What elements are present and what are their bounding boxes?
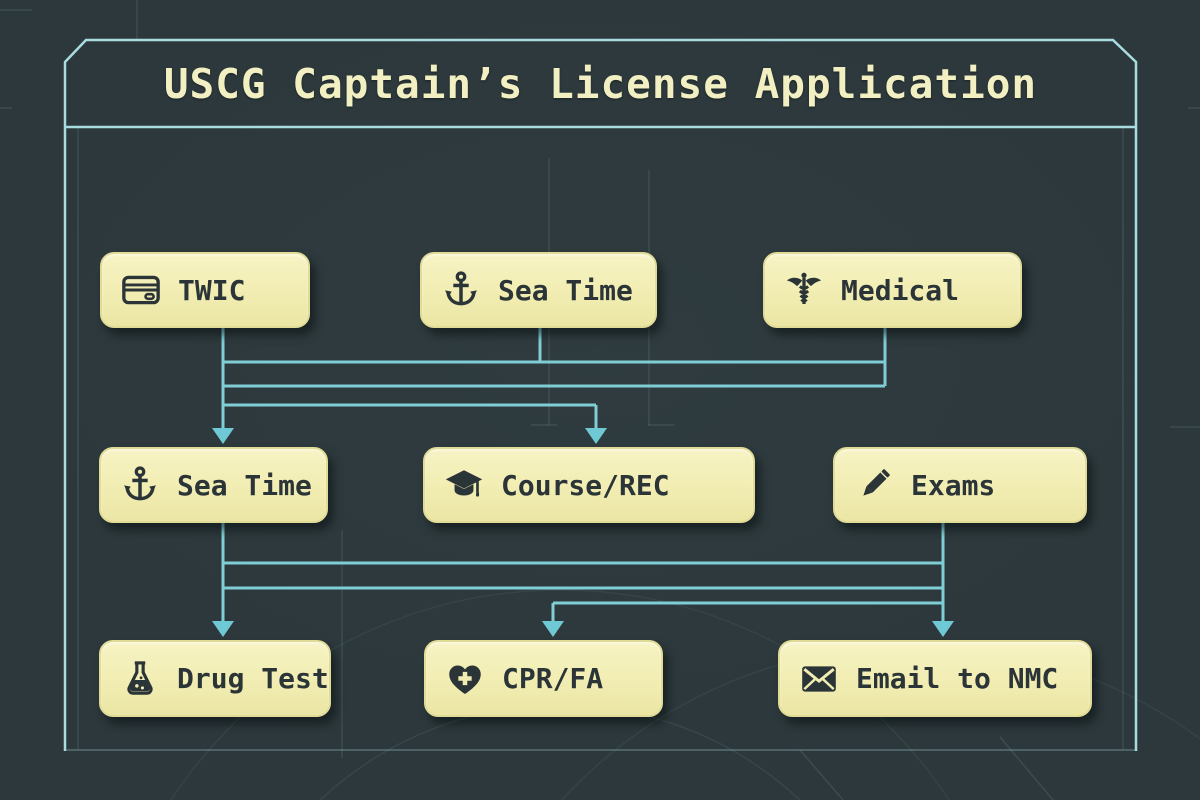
node-drug-test: Drug Test <box>99 640 331 717</box>
node-cpr-fa: CPR/FA <box>424 640 663 717</box>
node-twic: TWIC <box>100 252 310 328</box>
node-label: Email to NMC <box>856 662 1059 695</box>
node-course-rec: Course/REC <box>423 447 755 523</box>
node-sea-time-2: Sea Time <box>99 447 328 523</box>
frame-border <box>63 38 1138 751</box>
arrowhead <box>212 621 234 637</box>
node-label: Medical <box>841 273 960 307</box>
node-label: Drug Test <box>177 662 329 695</box>
graduation-cap-icon <box>443 464 485 506</box>
arrowhead <box>585 428 607 444</box>
node-label: Exams <box>911 468 996 502</box>
node-sea-time-1: Sea Time <box>420 252 657 328</box>
arrowhead <box>212 428 234 444</box>
node-exams: Exams <box>833 447 1087 523</box>
node-label: Sea Time <box>177 468 312 502</box>
node-email-to-nmc: Email to NMC <box>778 640 1092 717</box>
pencil-icon <box>853 464 895 506</box>
anchor-icon <box>440 269 482 311</box>
arrowheads-stage1 <box>212 428 607 444</box>
node-label: Course/REC <box>501 468 670 502</box>
arrowhead <box>542 621 564 637</box>
connector-stage1 <box>221 328 887 430</box>
node-label: TWIC <box>178 273 246 307</box>
flask-icon <box>119 658 161 700</box>
anchor-icon <box>119 464 161 506</box>
envelope-icon <box>798 658 840 700</box>
node-label: Sea Time <box>498 273 633 307</box>
arrowhead <box>932 621 954 637</box>
connector-stage2 <box>221 523 945 623</box>
diagram-title: USCG Captain’s License Application <box>163 59 1038 108</box>
node-medical: Medical <box>763 252 1022 328</box>
credit-card-icon <box>120 269 162 311</box>
node-label: CPR/FA <box>502 662 604 695</box>
caduceus-icon <box>783 269 825 311</box>
arrowheads-stage2 <box>212 621 954 637</box>
heart-cross-icon <box>444 658 486 700</box>
